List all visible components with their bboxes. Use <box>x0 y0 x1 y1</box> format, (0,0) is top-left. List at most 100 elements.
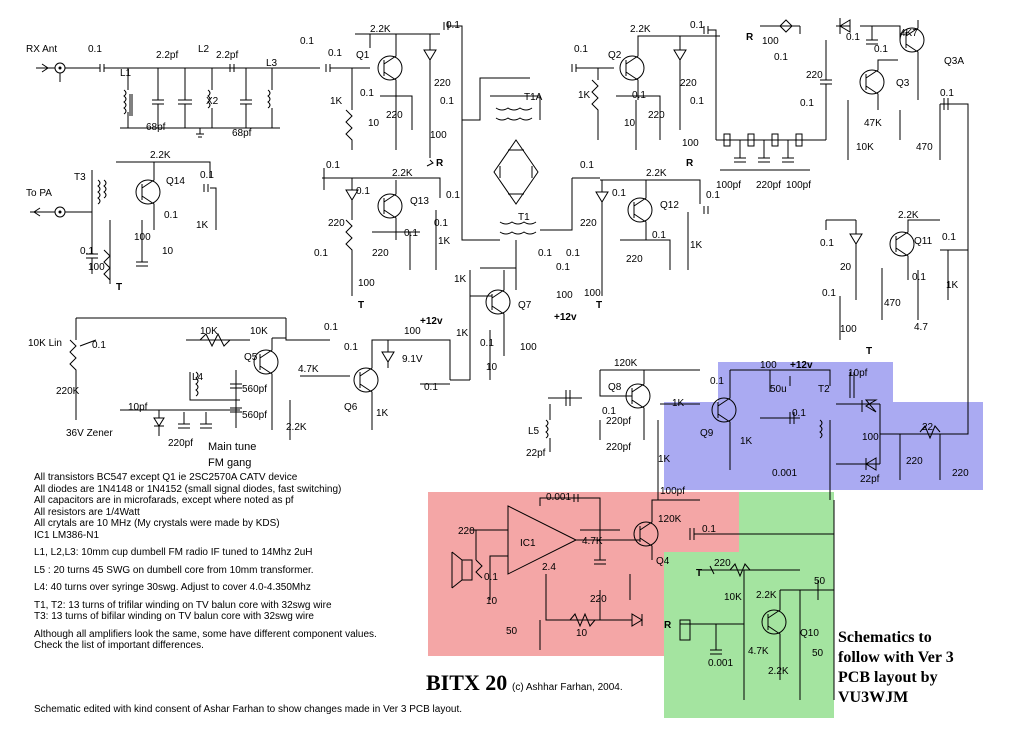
svg-text:220pf: 220pf <box>168 438 193 449</box>
svg-text:20: 20 <box>840 262 852 273</box>
svg-text:0.1: 0.1 <box>480 338 494 349</box>
svg-text:L3: L3 <box>266 58 278 69</box>
svg-text:0.1: 0.1 <box>574 44 588 55</box>
svg-text:+12v: +12v <box>420 316 443 327</box>
svg-text:10: 10 <box>368 118 380 129</box>
svg-text:0.1: 0.1 <box>792 408 806 419</box>
svg-text:0.001: 0.001 <box>772 468 797 479</box>
svg-text:0.1: 0.1 <box>690 96 704 107</box>
svg-text:Q3: Q3 <box>896 78 910 89</box>
svg-text:0.1: 0.1 <box>440 96 454 107</box>
svg-text:2.2K: 2.2K <box>370 24 391 35</box>
svg-text:10K: 10K <box>200 326 218 337</box>
svg-text:L1: L1 <box>120 68 132 79</box>
svg-text:0.001: 0.001 <box>546 492 571 503</box>
svg-text:1K: 1K <box>672 398 685 409</box>
svg-text:2.2pf: 2.2pf <box>216 50 238 61</box>
svg-text:0.1: 0.1 <box>822 288 836 299</box>
svg-text:0.1: 0.1 <box>580 160 594 171</box>
label-10k-lin: 10K Lin <box>28 338 62 349</box>
svg-text:4.7: 4.7 <box>914 322 928 333</box>
svg-text:T3: T3 <box>74 172 86 183</box>
svg-text:T: T <box>866 346 872 357</box>
svg-text:10K: 10K <box>250 326 268 337</box>
svg-text:220: 220 <box>906 456 923 467</box>
svg-text:50: 50 <box>814 576 826 587</box>
svg-text:Q8: Q8 <box>608 382 622 393</box>
svg-text:470: 470 <box>884 298 901 309</box>
svg-text:220: 220 <box>952 468 969 479</box>
svg-text:1K: 1K <box>946 280 959 291</box>
svg-text:220: 220 <box>458 526 475 537</box>
svg-text:+12v: +12v <box>790 360 813 371</box>
label-36v-zener: 36V Zener <box>66 428 113 439</box>
svg-text:22pf: 22pf <box>526 448 546 459</box>
svg-text:220: 220 <box>434 78 451 89</box>
svg-text:2.2K: 2.2K <box>392 168 413 179</box>
svg-text:0.1: 0.1 <box>702 524 716 535</box>
svg-text:1K: 1K <box>196 220 209 231</box>
svg-text:0.1: 0.1 <box>314 248 328 259</box>
label-to-pa: To PA <box>26 188 52 199</box>
svg-text:560pf: 560pf <box>242 410 267 421</box>
svg-text:50u: 50u <box>770 384 787 395</box>
svg-text:68pf: 68pf <box>232 128 252 139</box>
svg-text:Q12: Q12 <box>660 200 679 211</box>
svg-text:10: 10 <box>486 596 498 607</box>
svg-text:Q2: Q2 <box>608 50 622 61</box>
svg-text:0.1: 0.1 <box>538 248 552 259</box>
svg-text:220K: 220K <box>56 386 80 397</box>
svg-text:0.001: 0.001 <box>708 658 733 669</box>
svg-text:1K: 1K <box>658 454 671 465</box>
svg-text:0.1: 0.1 <box>556 262 570 273</box>
svg-text:220pf: 220pf <box>606 442 631 453</box>
note-line: All crytals are 10 MHz (My crystals were… <box>34 518 280 529</box>
stage-q1-q13 <box>322 22 463 296</box>
svg-text:T: T <box>696 568 702 579</box>
stage-q8-q9 <box>545 369 969 500</box>
svg-text:100: 100 <box>88 262 105 273</box>
svg-text:R: R <box>746 32 754 43</box>
svg-text:T: T <box>596 300 602 311</box>
svg-text:1K: 1K <box>454 274 467 285</box>
edited-note: Schematic edited with kind consent of As… <box>34 704 463 715</box>
svg-text:0.1: 0.1 <box>612 188 626 199</box>
diagram-title: BITX 20 <box>426 670 508 695</box>
svg-text:2.4: 2.4 <box>542 562 556 573</box>
note-line: T1, T2: 13 turns of trifilar winding on … <box>34 599 332 611</box>
svg-text:0.1: 0.1 <box>424 382 438 393</box>
vfo <box>69 317 451 440</box>
svg-text:2.2K: 2.2K <box>768 666 789 677</box>
svg-text:120K: 120K <box>614 358 638 369</box>
svg-text:100: 100 <box>584 288 601 299</box>
svg-text:1K: 1K <box>578 90 591 101</box>
svg-text:Q14: Q14 <box>166 176 185 187</box>
svg-text:22pf: 22pf <box>860 474 880 485</box>
svg-text:0.1: 0.1 <box>942 232 956 243</box>
svg-text:IC1: IC1 <box>520 538 536 549</box>
q10-stage <box>679 500 835 700</box>
svg-text:0.1: 0.1 <box>652 230 666 241</box>
svg-text:100: 100 <box>556 290 573 301</box>
svg-text:0.1: 0.1 <box>360 88 374 99</box>
svg-text:0.1: 0.1 <box>940 88 954 99</box>
svg-text:220: 220 <box>328 218 345 229</box>
svg-text:Q7: Q7 <box>518 300 532 311</box>
stage-q3 <box>760 18 969 430</box>
note-line: IC1 LM386-N1 <box>34 529 100 541</box>
svg-text:22: 22 <box>922 422 934 433</box>
svg-text:Q1: Q1 <box>356 50 370 61</box>
svg-text:220: 220 <box>590 594 607 605</box>
svg-text:50: 50 <box>812 648 824 659</box>
svg-text:220: 220 <box>714 558 731 569</box>
svg-text:220: 220 <box>626 254 643 265</box>
svg-text:100: 100 <box>404 326 421 337</box>
svg-text:1K: 1K <box>740 436 753 447</box>
svg-text:10: 10 <box>162 246 174 257</box>
label-main-tune: Main tune <box>208 441 256 453</box>
svg-text:220: 220 <box>580 218 597 229</box>
label-r-top: R <box>436 158 444 169</box>
svg-text:100: 100 <box>520 342 537 353</box>
svg-text:L2: L2 <box>198 44 210 55</box>
